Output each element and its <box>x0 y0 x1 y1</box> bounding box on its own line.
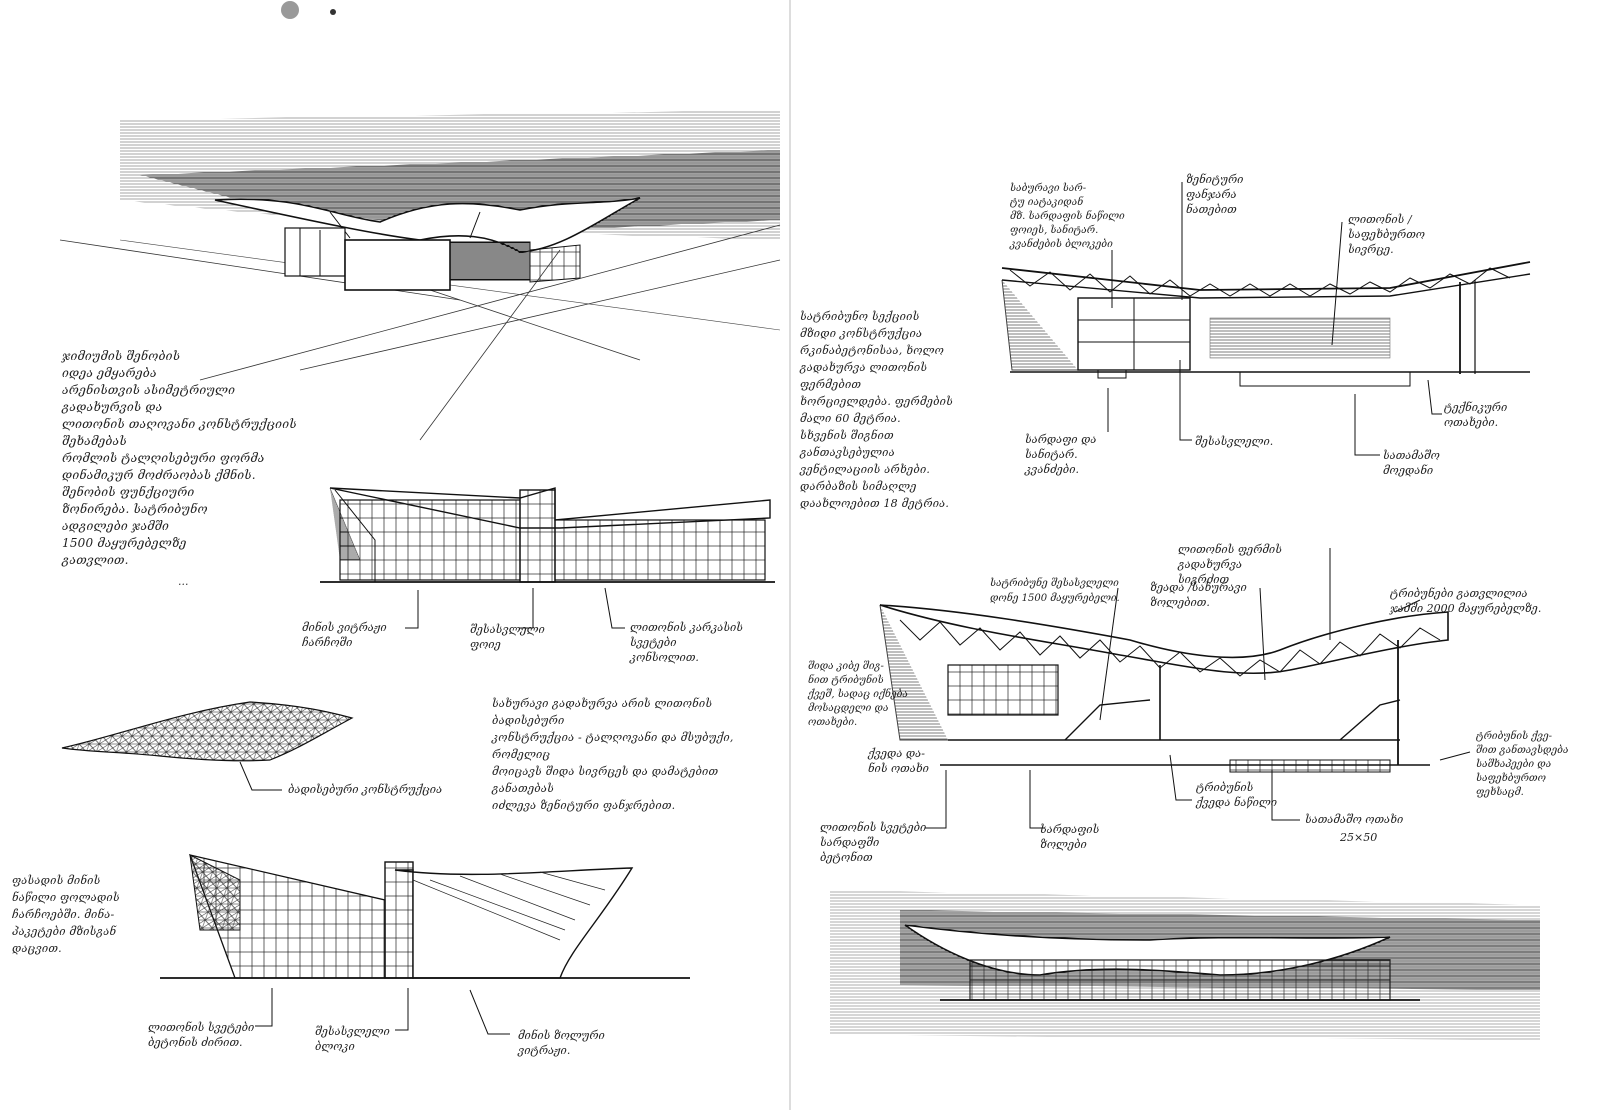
label-capacity: ტრიბუნები გათვლილია ჯამში 2000 მაყურებელ… <box>1390 587 1542 615</box>
perspective-sketch-top <box>59 110 781 441</box>
label-roof-truss: ლითონის ფერმის გადახურვა სიგრძით <box>1178 543 1282 586</box>
label-main-entrance: ტრიბუნის ქვედა ნაწილი <box>1196 781 1277 809</box>
label-skylight: ზენიტური ფანჯარა ნათებით <box>1186 173 1244 216</box>
perspective-sketch-bottom <box>830 890 1540 1040</box>
section-top <box>1001 182 1531 456</box>
label-structure: სარდაფის ზოლები <box>1040 823 1100 851</box>
label-roof-edge: მინის ზოლური ვიტრაჟი. <box>518 1029 605 1057</box>
label-service-rooms: ტექნიკური ოთახები. <box>1444 401 1508 429</box>
label-curtain-wall: მინის ვიტრაჟი ჩარჩოში <box>302 621 387 649</box>
note-design-concept: ჯიმიუმის შენობის იდეა ემყარება არენისთვი… <box>62 349 297 567</box>
page-number: ... <box>178 575 189 588</box>
label-columns: ლითონის სვეტები სარდაფში ბეტონით <box>820 821 927 864</box>
label-truss: ლითონის /საფეხბურთო სივრცე. <box>1348 213 1425 256</box>
label-service: შიდა კიბე შიგ- ნით ტრიბუნის ქვეშ, სადაც … <box>808 661 908 728</box>
note-section-structure: სატრიბუნო სექციის მზიდი კონსტრუქცია რკინ… <box>800 310 954 510</box>
label-arena-dims: 25×50 <box>1340 831 1378 844</box>
label-tribune-seats: სატრიბუნე შესასვლელი დონე 1500 მაყურებელ… <box>990 578 1120 604</box>
label-roof-grid: ბადისებური კონსტრუქცია <box>288 783 443 796</box>
roof-grid-sketch <box>61 701 354 791</box>
label-arena: სათამაშო ოთახი <box>1305 813 1404 826</box>
section-bottom <box>879 548 1471 829</box>
label-seats-range: ზეადა /სახურავი ზოლებით. <box>1150 581 1247 609</box>
label-steel-columns: ლითონის სვეტები ბეტონის ძირით. <box>148 1021 255 1049</box>
note-facade-glazing: ფასადის მინის ნაწილი ფოლადის ჩარჩოებში. … <box>12 874 120 955</box>
note-roof-grid: სახურავი გადახურვა არის ლითონის ბადისებუ… <box>492 697 734 812</box>
label-entrance-lobby: შესასვლელი ფოიე <box>470 623 545 651</box>
label-stage: შესასვლელი. <box>1195 435 1274 448</box>
label-steel-frame: ლითონის კარკასის სვეტები კონსოლით. <box>630 621 743 664</box>
elevation-middle <box>320 487 775 629</box>
ink-spot <box>281 1 299 19</box>
label-foyer: სარდაფი და სანიტარ. კვანძები. <box>1025 433 1097 476</box>
ink-spot-small <box>330 9 336 15</box>
label-arena-floor: სათამაშო მოედანი <box>1383 449 1440 477</box>
elevation-bottom <box>160 854 690 1035</box>
label-tribune: საბურავი სარ- ტუ იატაკიდან მზ. სარდაფის … <box>1010 183 1125 250</box>
label-entrance-block: შესასვლელი ბლოკი <box>315 1025 390 1053</box>
label-right-note: ტრიბუნის ქვე- შით განთავსდება საშხაპეები… <box>1476 731 1569 798</box>
label-lower-foyer: ქვედა და- ნის ოთახი <box>868 747 929 775</box>
